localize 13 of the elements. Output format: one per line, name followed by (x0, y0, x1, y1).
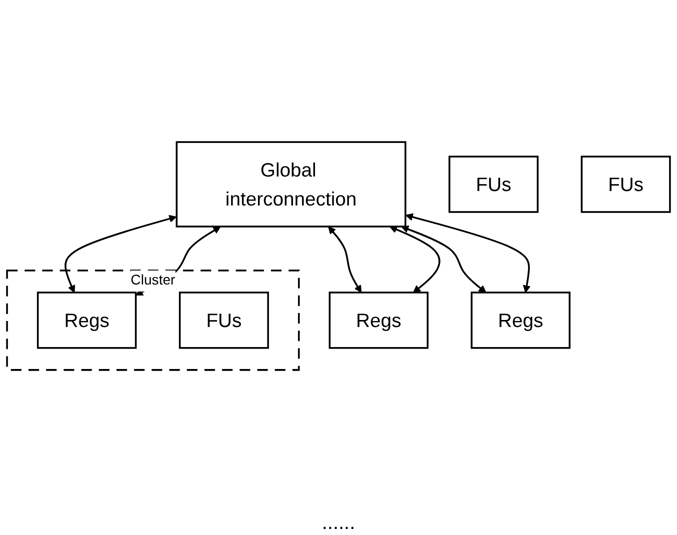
arrow (405, 213, 531, 293)
ellipsis-text: ...... (322, 512, 356, 534)
arrow (390, 226, 440, 293)
arrow (328, 226, 362, 293)
node-box: Regs (328, 292, 429, 349)
arrow (64, 215, 177, 293)
node-box: Global interconnection (176, 141, 406, 228)
node-box: Regs (470, 292, 570, 349)
node-box: FUs (580, 156, 671, 213)
node-box: FUs (448, 156, 539, 213)
node-box: FUs (178, 292, 269, 349)
node-box: Regs (36, 292, 137, 349)
arrow (401, 226, 486, 293)
